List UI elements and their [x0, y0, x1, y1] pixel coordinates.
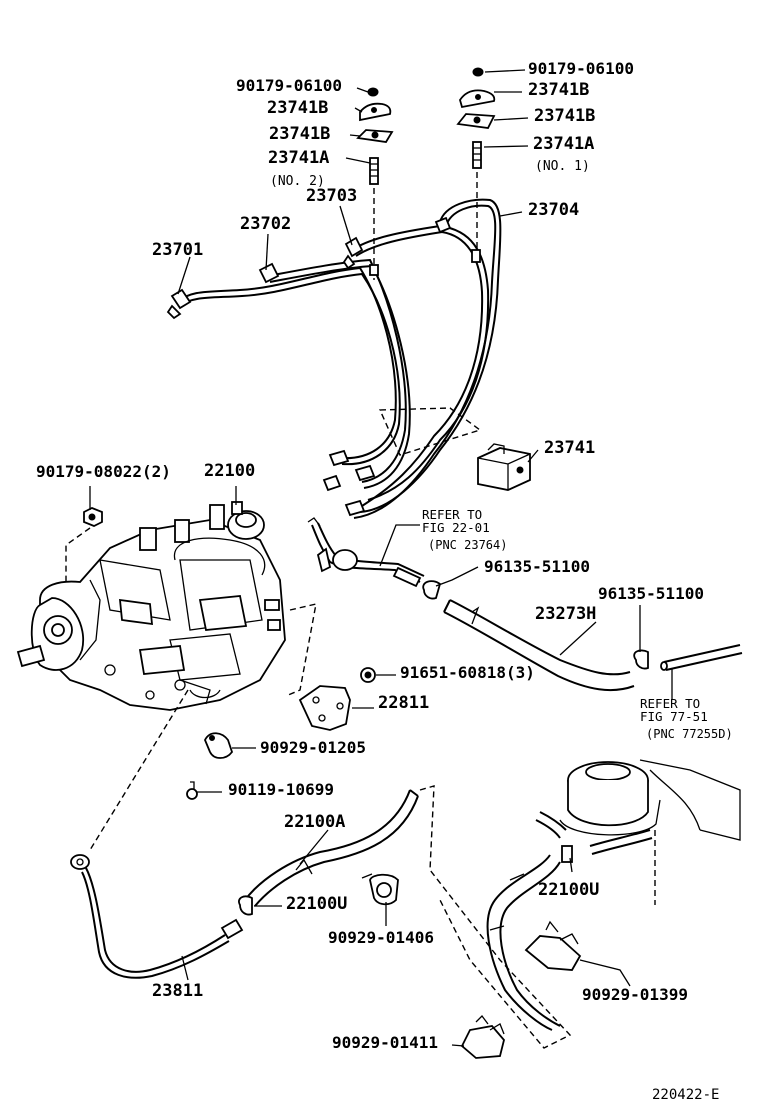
nut-pump	[83, 507, 103, 527]
label-hose-22100u-right: 22100U	[538, 880, 600, 900]
bolt-90119	[186, 781, 198, 800]
label-pipe-23701: 23701	[152, 240, 204, 260]
label-nut-pump: 90179-08022(2)	[36, 462, 171, 481]
return-pipe-fitting	[307, 517, 425, 588]
stud-23741a-left	[369, 157, 379, 185]
label-clamp-23741: 23741	[544, 438, 596, 458]
bracket-22811	[298, 685, 351, 731]
label-washer: 91651-60818(3)	[400, 663, 535, 682]
label-clamp-a-left: 23741A	[268, 148, 330, 168]
label-clamp-b2-right: 23741B	[534, 106, 596, 126]
injection-pipes	[166, 198, 502, 519]
pipe-lead-23811	[89, 689, 189, 851]
label-clamp-a-right: 23741A	[533, 134, 595, 154]
clamp-23741b-left-1	[359, 102, 392, 122]
clamp-23741b-right-1	[459, 89, 496, 109]
label-bolt-90119: 90119-10699	[228, 780, 334, 799]
hose-22100u-right	[486, 845, 573, 1031]
label-no2: (NO. 2)	[270, 174, 325, 189]
clamp-90929-01399	[524, 920, 582, 971]
clamp-90929-01406	[361, 873, 399, 906]
label-refer-2-line3: (PNC 77255D)	[646, 727, 733, 741]
label-refer-1-line3: (PNC 23764)	[428, 538, 508, 552]
label-refer-1-line1: REFER TO	[422, 507, 483, 522]
pipe-23811	[70, 854, 244, 979]
bracket-outline	[285, 603, 317, 697]
label-hose-22100u-left: 22100U	[286, 894, 348, 914]
nut-right	[472, 67, 484, 77]
label-clamp-90929-01406: 90929-01406	[328, 928, 434, 947]
label-hose-23273h: 23273H	[535, 604, 597, 624]
hose-23273h	[443, 599, 635, 692]
label-clamp-90929-01399: 90929-01399	[582, 985, 688, 1004]
pipe-refer-77-51	[660, 644, 743, 671]
injection-pump-22100	[16, 501, 286, 711]
label-refer-2-line1: REFER TO	[640, 696, 701, 711]
label-clamp-90929-01411: 90929-01411	[332, 1033, 438, 1052]
hose-22100a	[244, 789, 419, 907]
label-clamp-b1-left: 23741B	[267, 98, 329, 118]
stud-23741a-right	[472, 141, 482, 169]
washer-91651	[360, 667, 376, 683]
label-pipe-23702: 23702	[240, 214, 292, 234]
label-pipe-23704: 23704	[528, 200, 580, 220]
clamp-23741	[477, 443, 531, 491]
leader-lines	[89, 69, 673, 1047]
assembly-outline	[419, 785, 572, 1049]
clamp-22100u-left	[238, 895, 253, 916]
clamp-23741b-right-2	[456, 113, 496, 129]
clip-96135-right	[633, 649, 649, 670]
label-clamp-90929-01205: 90929-01205	[260, 738, 366, 757]
figure-code: 220422-E	[652, 1087, 720, 1103]
label-pipe-23703: 23703	[306, 186, 358, 206]
egr-valve	[535, 759, 741, 905]
clamp-90929-01205	[204, 732, 234, 759]
label-nut-top-left: 90179-06100	[236, 76, 342, 95]
label-pump-22100: 22100	[204, 461, 256, 481]
label-clip-upper: 96135-51100	[484, 557, 590, 576]
nut-left	[367, 87, 379, 97]
label-refer-2-line2: FIG 77-51	[640, 709, 708, 724]
label-nut-top-right: 90179-06100	[528, 59, 634, 78]
label-hose-22100a: 22100A	[284, 812, 346, 832]
label-pipe-23811: 23811	[152, 981, 204, 1001]
label-clamp-b2-left: 23741B	[269, 124, 331, 144]
label-refer-1-line2: FIG 22-01	[422, 520, 490, 535]
label-clamp-b1-right: 23741B	[528, 80, 590, 100]
label-no1: (NO. 1)	[535, 159, 590, 174]
label-clip-right: 96135-51100	[598, 584, 704, 603]
clip-96135-upper	[422, 580, 442, 600]
clamp-90929-01411	[460, 1015, 505, 1059]
clamp-23741b-left-2	[356, 129, 394, 143]
label-bracket-22811: 22811	[378, 693, 430, 713]
